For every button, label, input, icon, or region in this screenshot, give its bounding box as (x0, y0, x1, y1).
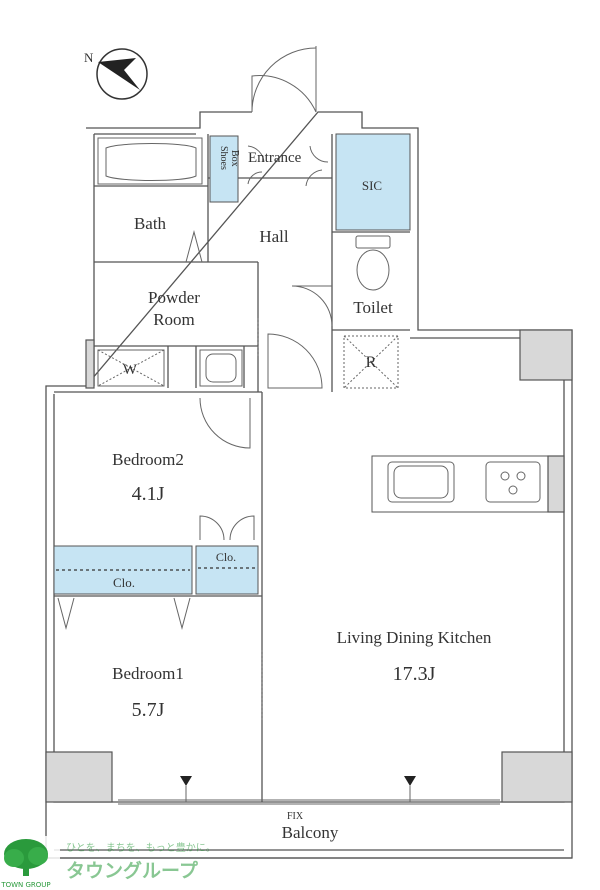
sic-storage (335, 133, 411, 231)
label-closet-small: Clo. (216, 550, 236, 564)
label-refrigerator: R (366, 354, 377, 371)
label-room: Room (153, 310, 195, 329)
label-entrance: Entrance (248, 150, 302, 166)
bathtub (97, 137, 203, 185)
logo-group-text: TOWN GROUP (0, 881, 50, 889)
label-sic: SIC (362, 178, 382, 193)
label-bedroom2: Bedroom2 (112, 450, 184, 469)
town-group-logo: TOWN GROUP ひとを、まちを、もっと豊かに。 タウングループ (0, 836, 216, 890)
toilet-fixture (355, 235, 391, 291)
outer-walls (45, 111, 573, 859)
logo-brand: タウングループ (66, 859, 199, 882)
shoes-box (209, 135, 239, 203)
label-ldk: Living Dining Kitchen (337, 628, 492, 647)
label-toilet: Toilet (353, 298, 393, 317)
compass-north-label: N (84, 50, 94, 65)
interior-walls (54, 134, 410, 802)
label-balcony: Balcony (282, 823, 339, 842)
kitchen-counter (371, 455, 565, 513)
washbasin (199, 349, 243, 387)
refrigerator-space (343, 335, 399, 389)
label-washer: W (123, 362, 138, 378)
washer-space (97, 349, 165, 387)
doors (57, 46, 333, 720)
label-bedroom2-size: 4.1J (132, 483, 165, 505)
label-fix-window: FIX (287, 811, 304, 822)
label-closet-large: Clo. (113, 575, 135, 590)
label-bath: Bath (134, 214, 167, 233)
label-shoes: Shoes (218, 146, 229, 170)
label-bedroom1: Bedroom1 (112, 664, 184, 683)
closet-bedroom2 (195, 545, 259, 595)
label-powder: Powder (148, 288, 200, 307)
label-hall: Hall (259, 227, 289, 246)
compass-icon: N (84, 48, 148, 100)
windows (46, 776, 572, 859)
logo-tagline: ひとを、まちを、もっと豊かに。 (66, 841, 216, 854)
label-box: Box (229, 150, 240, 167)
label-bedroom1-size: 5.7J (132, 699, 165, 721)
label-ldk-size: 17.3J (393, 663, 436, 685)
